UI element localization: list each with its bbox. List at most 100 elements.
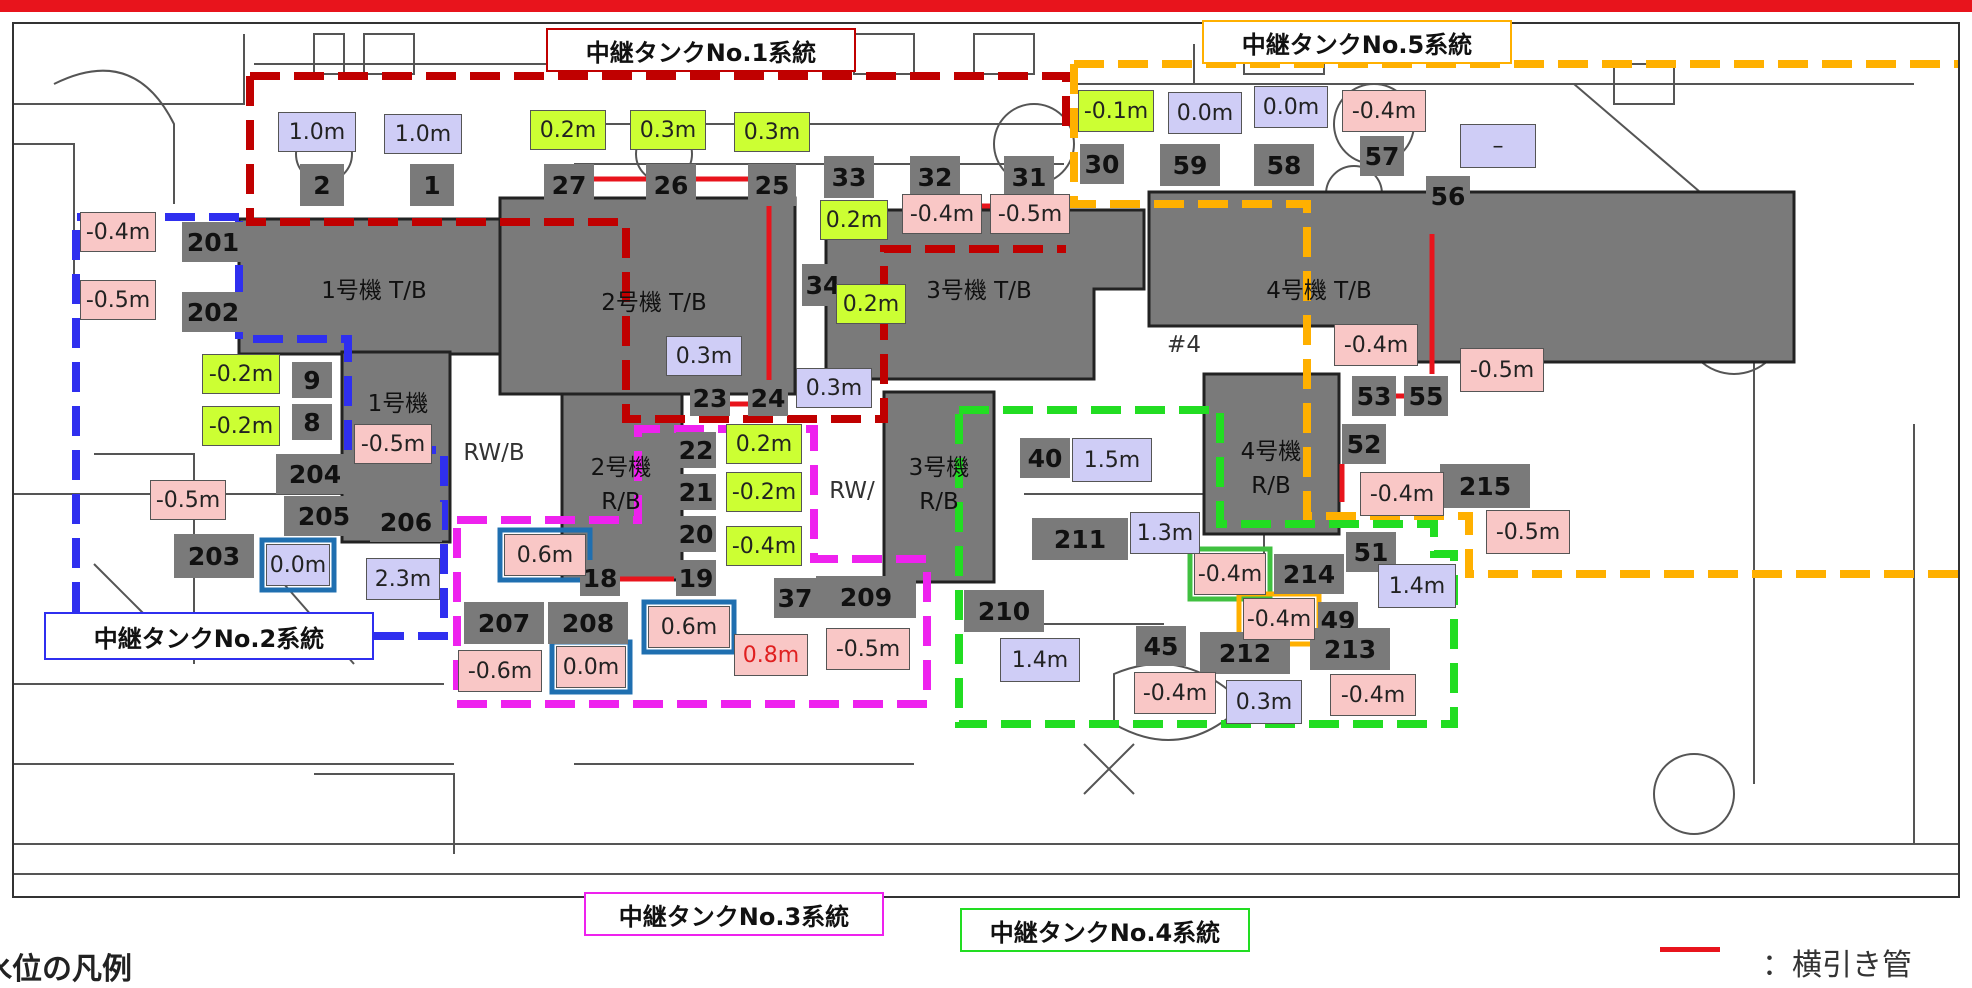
pit-58: 58	[1254, 144, 1314, 186]
pit-56: 56	[1426, 176, 1470, 216]
level-pit-19: 0.6m	[648, 606, 730, 648]
system3-outline	[453, 425, 931, 708]
building-2-tb: 2号機 T/B	[601, 290, 707, 316]
highlight-18	[497, 527, 593, 583]
pit-45: 45	[1136, 626, 1186, 666]
system2-label: 中継タンクNo.2系統	[44, 612, 374, 660]
site-linework	[14, 33, 1958, 875]
level-pit-33: 0.2m	[820, 200, 888, 240]
highlight-19	[641, 599, 737, 655]
pit-37: 37	[774, 578, 816, 618]
level-pit-26: 0.3m	[630, 110, 706, 150]
system5-outline	[1070, 60, 1958, 578]
level-pit-8: -0.2m	[202, 406, 280, 446]
level-pit-55: -0.5m	[1460, 348, 1544, 392]
legend-title: 水位の凡例	[0, 952, 132, 987]
level-pit-57: -0.4m	[1342, 90, 1426, 132]
level-pit-37: 0.8m	[734, 634, 808, 676]
pit-26: 26	[646, 164, 696, 206]
pit-57: 57	[1360, 136, 1404, 176]
pit-30: 30	[1080, 144, 1124, 184]
level-pit-27: 0.2m	[530, 110, 606, 150]
system1-label: 中継タンクNo.1系統	[546, 28, 856, 72]
pit-202: 202	[182, 292, 244, 332]
level-pit-208: 0.0m	[556, 646, 626, 688]
level-pit-204: -0.5m	[150, 480, 226, 520]
pit-203: 203	[174, 534, 254, 578]
level-pit-9: -0.2m	[202, 354, 280, 394]
pit-33: 33	[824, 156, 874, 198]
level-pit-206: 2.3m	[366, 558, 440, 600]
system4-label: 中継タンクNo.4系統	[960, 908, 1250, 952]
unit4-marker: #4	[1167, 332, 1201, 358]
pit-21: 21	[676, 474, 716, 510]
level-pit-214: -0.4m	[1194, 553, 1266, 595]
system1-outline	[246, 72, 1070, 423]
building-4-tb: 4号機 T/B	[1266, 278, 1372, 304]
level-pit-51: 1.4m	[1378, 564, 1456, 608]
highlight-214	[1187, 546, 1273, 602]
level-pit-18: 0.6m	[504, 534, 586, 576]
pit-209: 209	[816, 576, 916, 618]
level-pit-22: 0.2m	[726, 424, 802, 464]
building-1-tb: 1号機 T/B	[321, 278, 427, 304]
level-pit-58: 0.0m	[1254, 86, 1328, 128]
pit-25: 25	[748, 164, 796, 206]
highlight-205	[259, 537, 337, 593]
pit-9: 9	[292, 362, 332, 398]
level-pit-49: -0.4m	[1243, 598, 1315, 640]
level-pit-25: 0.3m	[734, 112, 810, 152]
pit-32: 32	[910, 156, 960, 198]
building-3-tb: 3号機 T/B	[926, 278, 1032, 304]
pit-34: 34	[802, 264, 844, 306]
level-pit-210: 1.4m	[1000, 638, 1080, 682]
level-pit-2: 1.0m	[278, 112, 356, 152]
level-pit-21: -0.2m	[726, 472, 802, 512]
level-pit-211: 1.3m	[1130, 512, 1200, 554]
pit-23: 23	[690, 380, 730, 416]
level-pit-30: -0.1m	[1078, 90, 1154, 132]
pit-8: 8	[292, 404, 332, 440]
level-pit-201: -0.4m	[80, 212, 156, 252]
level-pit-56: –	[1460, 124, 1536, 168]
level-pit-52: -0.4m	[1360, 472, 1444, 516]
level-pit-32: -0.4m	[902, 194, 982, 234]
level-pit-212: 0.3m	[1226, 680, 1302, 724]
rwb-label-1: RW/B	[463, 440, 525, 466]
pit-55: 55	[1404, 376, 1448, 416]
pit-211: 211	[1032, 518, 1128, 560]
pit-2: 2	[300, 164, 344, 206]
level-pit-209: -0.5m	[826, 628, 910, 670]
legend-pipe-label: ：横引き管	[1762, 948, 1912, 983]
level-pit-24: 0.3m	[796, 368, 872, 408]
pit-59: 59	[1160, 144, 1220, 186]
pit-40: 40	[1020, 438, 1070, 478]
building-4-rb: 4号機 R/B	[1240, 439, 1302, 499]
level-pit-1: 1.0m	[384, 114, 462, 154]
pit-18: 18	[580, 560, 620, 596]
level-pit-34: 0.2m	[836, 284, 906, 324]
pit-213: 213	[1310, 628, 1390, 670]
building-3-rb: 3号機 R/B	[908, 455, 970, 515]
rwb-label-2: RW/	[829, 478, 875, 504]
level-pit-45: -0.4m	[1134, 672, 1216, 714]
pit-31: 31	[1004, 156, 1054, 198]
level-pit-205: 0.0m	[266, 544, 330, 586]
level-unit4-tb: -0.4m	[1334, 324, 1418, 366]
pit-27: 27	[544, 164, 594, 206]
pit-1: 1	[410, 164, 454, 206]
level-pit-40: 1.5m	[1072, 438, 1152, 482]
level-pit-207: -0.6m	[458, 650, 542, 692]
level-pit-215: -0.5m	[1486, 510, 1570, 554]
level-pit-31: -0.5m	[990, 194, 1070, 234]
pit-208: 208	[548, 602, 628, 644]
pit-53: 53	[1352, 376, 1396, 416]
site-map: 1号機 T/B 2号機 T/B 3号機 T/B 4号機 T/B 1号機 2号機 …	[12, 20, 1960, 952]
building-1-rb: 1号機	[367, 391, 429, 417]
pit-215: 215	[1440, 464, 1530, 508]
level-pit-23: 0.3m	[666, 336, 742, 376]
level-pit-213: -0.4m	[1330, 674, 1416, 716]
legend-pipe-swatch	[1660, 947, 1720, 952]
pit-52: 52	[1342, 424, 1386, 464]
building-2-rb: 2号機 R/B	[590, 455, 652, 515]
